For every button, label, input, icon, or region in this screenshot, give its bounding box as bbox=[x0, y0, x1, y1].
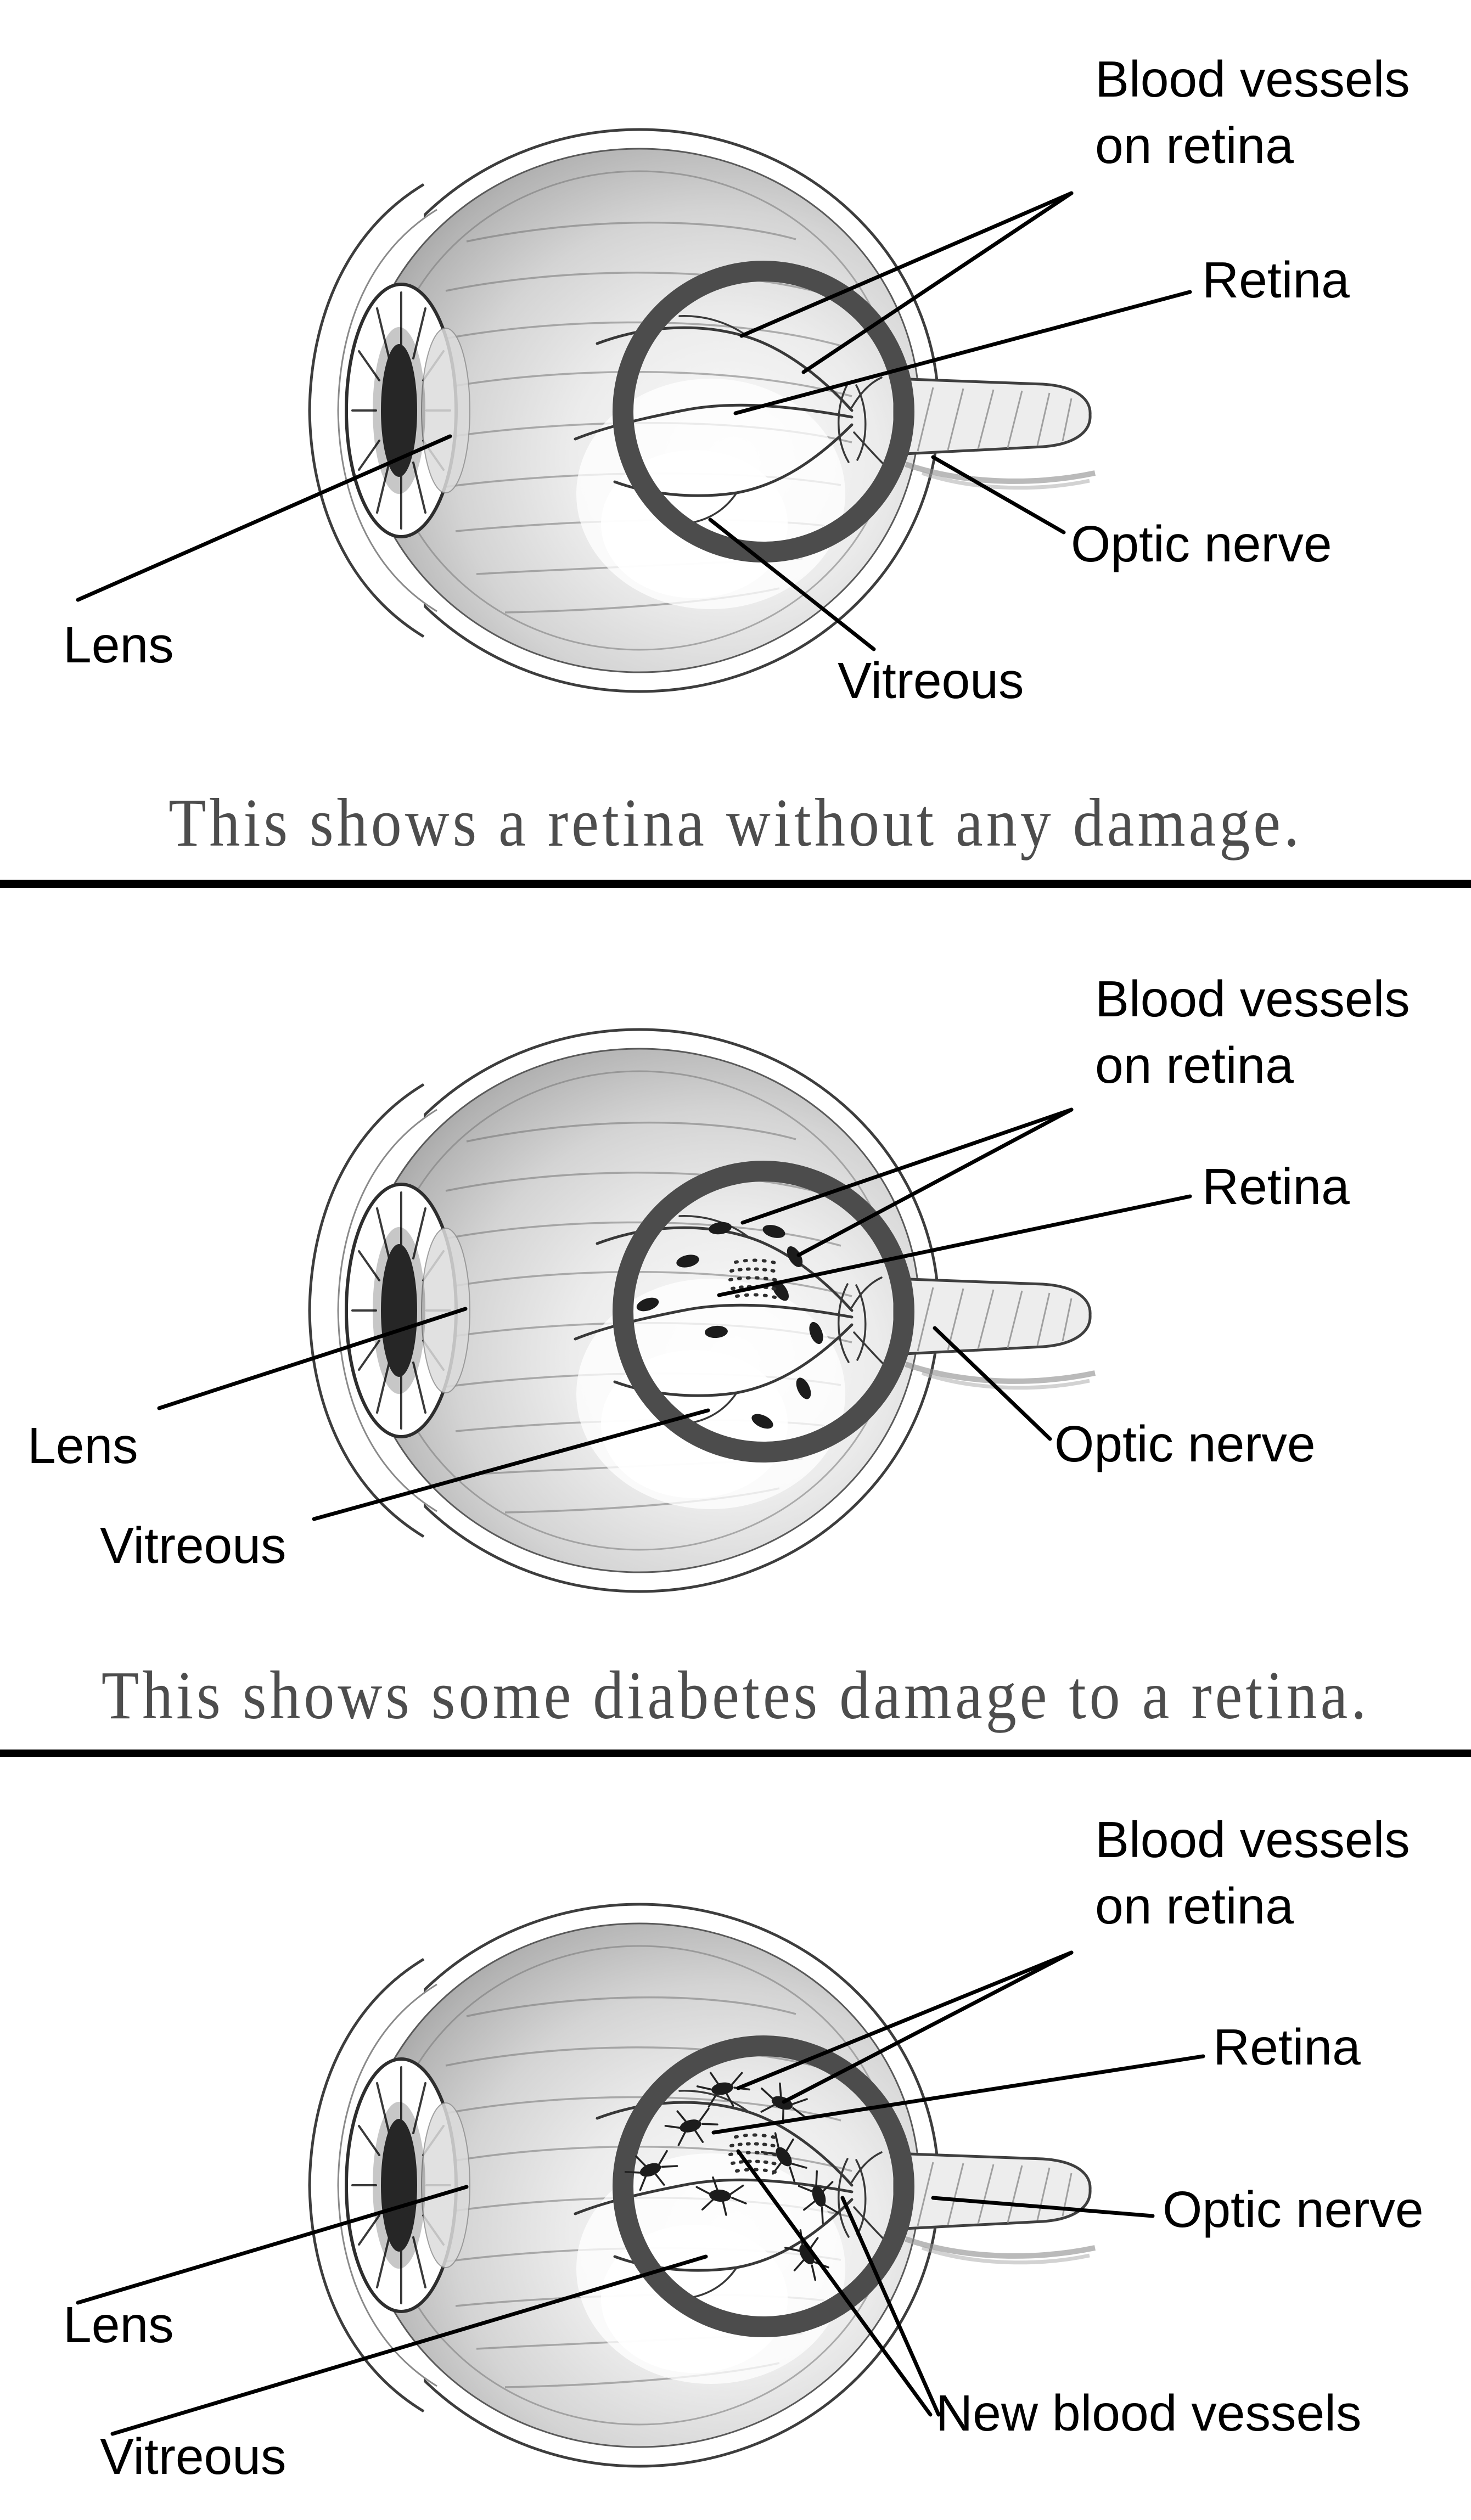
leader-line-lens bbox=[157, 1307, 468, 1410]
panel-divider-1 bbox=[0, 880, 1471, 888]
label-vitreous-panel-1: Vitreous bbox=[838, 652, 1024, 709]
label-optic-nerve-panel-2: Optic nerve bbox=[1054, 1415, 1316, 1472]
leader-line-retina bbox=[717, 1194, 1192, 1297]
leader-line-blood-vessels-2 bbox=[801, 191, 1074, 374]
leader-lines-panel-3 bbox=[76, 1950, 1205, 2436]
leader-line-lens bbox=[76, 2185, 469, 2305]
label-lens-panel-2: Lens bbox=[27, 1417, 138, 1474]
label-optic-nerve-panel-3: Optic nerve bbox=[1163, 2181, 1424, 2238]
label-lens-panel-3: Lens bbox=[63, 2296, 174, 2353]
leader-line-blood-vessels-1 bbox=[736, 1950, 1074, 2090]
leader-line-lens bbox=[76, 434, 452, 602]
label-retina-panel-3: Retina bbox=[1213, 2018, 1361, 2075]
leader-line-vitreous bbox=[110, 2254, 708, 2436]
label-blood-vessels-panel-2: Blood vessels on retina bbox=[1095, 970, 1410, 1094]
leader-line-blood-vessels-1 bbox=[739, 191, 1074, 338]
label-retina-panel-2: Retina bbox=[1202, 1158, 1350, 1215]
leader-line-retina bbox=[711, 2054, 1205, 2135]
leader-line-optic-nerve bbox=[933, 1326, 1052, 1441]
label-vitreous-panel-2: Vitreous bbox=[100, 1517, 287, 1574]
leader-line-optic-nerve bbox=[931, 2196, 1155, 2218]
label-retina-panel-1: Retina bbox=[1202, 251, 1350, 308]
label-new-blood-vessels: New blood vessels bbox=[936, 2384, 1362, 2442]
leader-line-blood-vessels-1 bbox=[740, 1107, 1074, 1225]
leader-line-retina bbox=[733, 290, 1192, 415]
label-vitreous-panel-3: Vitreous bbox=[100, 2428, 287, 2485]
label-blood-vessels-panel-3: Blood vessels on retina bbox=[1095, 1811, 1410, 1934]
caption-panel-1: This shows a retina without any damage. bbox=[168, 785, 1303, 862]
leader-lines-panel-1 bbox=[76, 191, 1192, 651]
eye-illustration-damaged bbox=[310, 1030, 1095, 1591]
leader-line-blood-vessels-2 bbox=[796, 1107, 1074, 1257]
label-blood-vessels-panel-1: Blood vessels on retina bbox=[1095, 50, 1410, 174]
eye-illustration-healthy bbox=[310, 130, 1095, 691]
leader-line-blood-vessels-2 bbox=[782, 1950, 1074, 2104]
label-optic-nerve-panel-1: Optic nerve bbox=[1071, 515, 1332, 572]
panel-divider-2 bbox=[0, 1750, 1471, 1757]
leader-lines-panel-2 bbox=[157, 1107, 1192, 1521]
leader-line-new-vessels-2 bbox=[840, 2196, 941, 2417]
label-lens-panel-1: Lens bbox=[63, 616, 174, 673]
leader-line-optic-nerve bbox=[931, 455, 1066, 535]
caption-panel-2: This shows some diabetes damage to a ret… bbox=[101, 1657, 1370, 1734]
leader-line-vitreous bbox=[708, 518, 876, 651]
leader-line-new-vessels-1 bbox=[736, 2149, 933, 2417]
leader-line-vitreous bbox=[312, 1408, 710, 1521]
